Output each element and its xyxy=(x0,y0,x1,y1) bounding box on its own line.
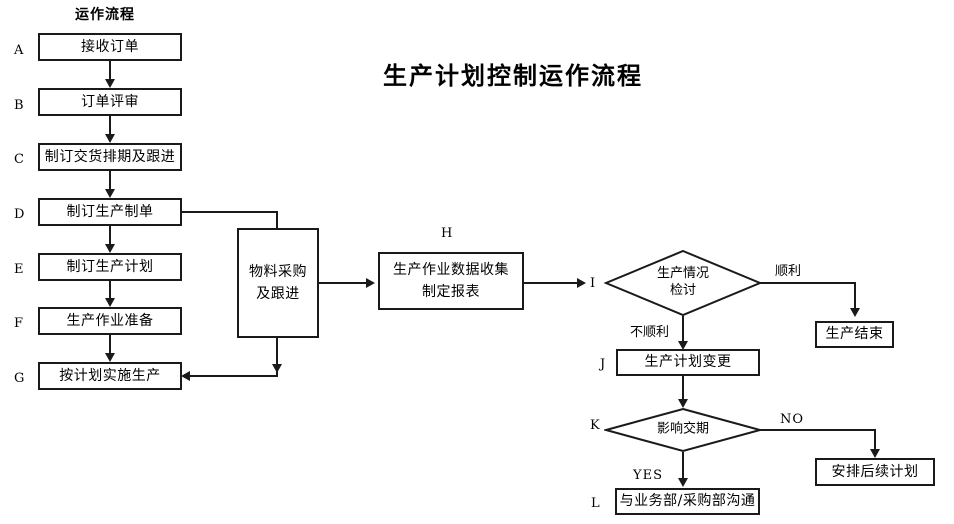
step-letter-l: L xyxy=(591,496,600,511)
arrowhead-into-k xyxy=(678,399,688,408)
diamond-shape-i xyxy=(604,249,762,317)
process-box-followup-plan[interactable]: 安排后续计划 xyxy=(815,458,935,486)
step-letter-d: D xyxy=(14,207,25,222)
connector-f-g xyxy=(109,335,111,353)
process-box-e[interactable]: 制订生产计划 xyxy=(38,253,182,281)
step-letter-c: C xyxy=(14,152,24,167)
process-box-c[interactable]: 制订交货排期及跟进 xyxy=(38,143,182,171)
step-letter-f: F xyxy=(14,316,24,331)
material-purchase-line2: 及跟进 xyxy=(256,286,300,302)
step-letter-j: J xyxy=(600,357,606,372)
edge-label-not-smooth: 不顺利 xyxy=(630,325,670,340)
connector-b-c xyxy=(109,116,111,134)
decision-diamond-k[interactable]: 影响交期 xyxy=(604,407,762,453)
connector-d-material-v xyxy=(276,211,278,229)
step-letter-e: E xyxy=(14,262,24,277)
diamond-shape-k xyxy=(604,407,762,453)
step-letter-g: G xyxy=(14,371,25,386)
step-letter-a: A xyxy=(14,43,24,58)
arrowhead-a-b xyxy=(105,79,115,88)
arrowhead-material-down xyxy=(272,364,282,373)
h-line2: 制定报表 xyxy=(422,284,480,300)
process-box-production-end[interactable]: 生产结束 xyxy=(815,321,894,348)
connector-i-end-v xyxy=(854,282,856,308)
edge-label-yes: YES xyxy=(633,468,663,483)
process-box-j[interactable]: 生产计划变更 xyxy=(616,349,760,376)
connector-material-g-v xyxy=(276,338,278,375)
edge-label-smooth: 顺利 xyxy=(775,264,802,279)
process-box-l[interactable]: 与业务部/采购部沟通 xyxy=(615,488,760,515)
step-letter-i: I xyxy=(590,276,596,291)
arrowhead-into-followup xyxy=(870,449,880,458)
arrowhead-into-h xyxy=(366,278,375,288)
arrowhead-c-d xyxy=(105,189,115,198)
connector-k-followup-v xyxy=(874,429,876,450)
connector-k-l xyxy=(682,452,684,479)
h-line1: 生产作业数据收集 xyxy=(393,261,509,278)
arrowhead-into-l xyxy=(678,478,688,487)
process-box-f[interactable]: 生产作业准备 xyxy=(38,307,182,335)
arrowhead-b-c xyxy=(105,134,115,143)
process-box-h[interactable]: 生产作业数据收集 制定报表 xyxy=(378,252,524,310)
material-purchase-line1: 物料采购 xyxy=(249,263,307,280)
connector-d-e xyxy=(109,226,111,244)
connector-c-d xyxy=(109,171,111,189)
arrowhead-d-e xyxy=(105,244,115,253)
page-title: 生产计划控制运作流程 xyxy=(383,62,643,90)
connector-e-f xyxy=(109,281,111,298)
step-letter-b: B xyxy=(14,98,24,113)
process-box-a[interactable]: 接收订单 xyxy=(38,33,182,61)
connector-material-g-h xyxy=(190,375,278,377)
step-letter-k: K xyxy=(590,418,600,433)
edge-label-no: NO xyxy=(780,412,805,427)
connector-i-end-h xyxy=(760,282,856,284)
arrowhead-e-f xyxy=(105,298,115,307)
arrowhead-into-j xyxy=(678,341,688,350)
column-header-operation-flow: 运作流程 xyxy=(75,7,135,23)
arrowhead-f-g xyxy=(105,353,115,362)
connector-k-followup-h xyxy=(760,429,876,431)
connector-i-j xyxy=(682,316,684,342)
connector-j-k xyxy=(682,376,684,400)
connector-a-b xyxy=(109,61,111,79)
step-letter-h: H xyxy=(441,226,453,241)
arrowhead-into-g xyxy=(181,371,190,381)
process-box-d[interactable]: 制订生产制单 xyxy=(38,198,182,226)
process-box-material-purchase[interactable]: 物料采购 及跟进 xyxy=(237,228,319,338)
connector-material-h xyxy=(319,282,366,284)
process-box-b[interactable]: 订单评审 xyxy=(38,88,182,116)
decision-diamond-i[interactable]: 生产情况 检讨 xyxy=(604,249,762,317)
connector-h-i xyxy=(524,282,577,284)
process-box-g[interactable]: 按计划实施生产 xyxy=(38,362,182,390)
arrowhead-into-i xyxy=(577,278,586,288)
arrowhead-into-end xyxy=(850,308,860,317)
connector-d-material-h xyxy=(182,211,278,213)
